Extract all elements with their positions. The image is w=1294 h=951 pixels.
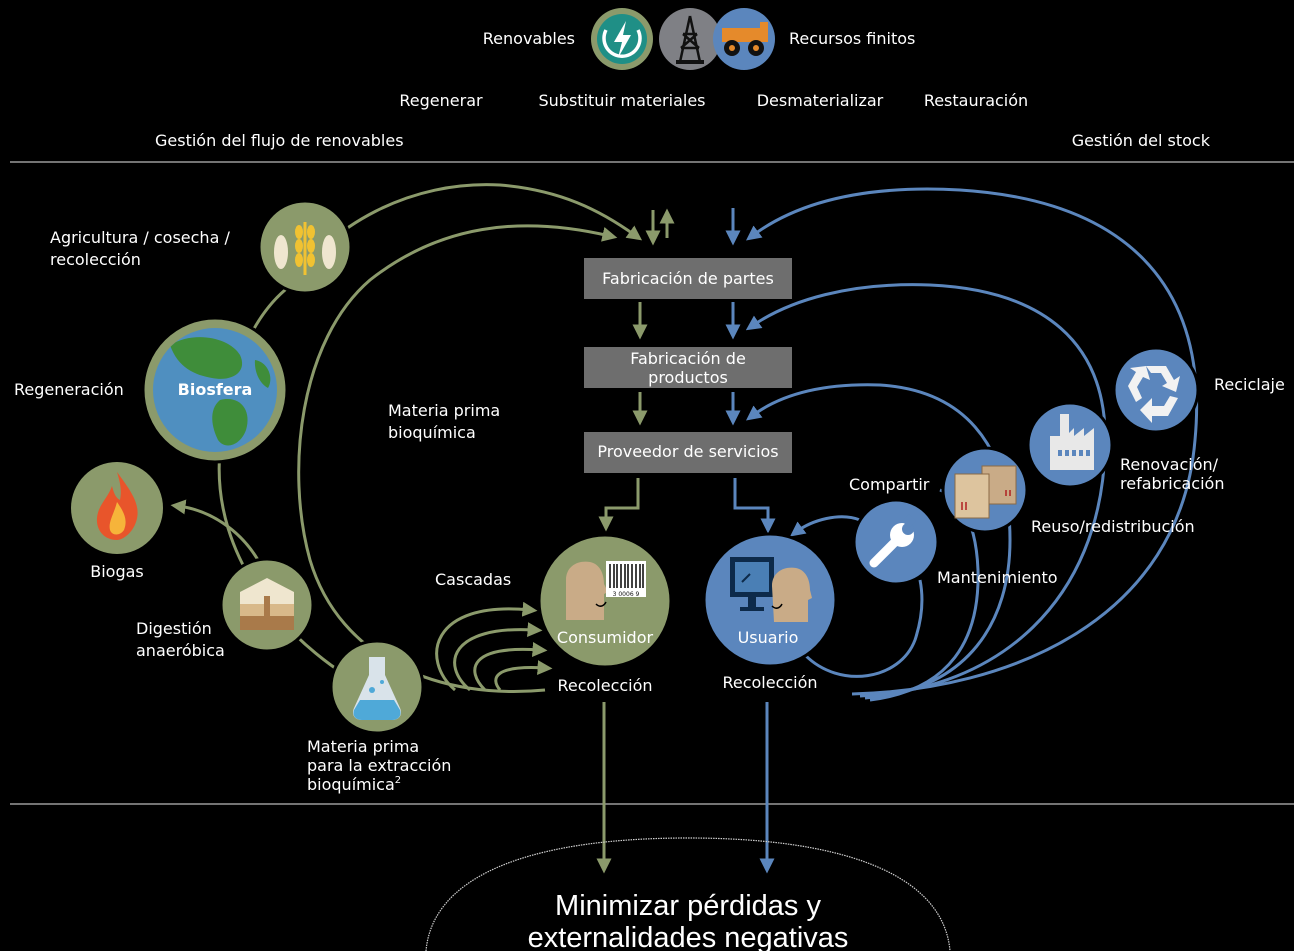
extraction-label-line3: bioquímica2 bbox=[307, 775, 401, 794]
dematerialize-label: Desmaterializar bbox=[757, 91, 884, 110]
cascades-label: Cascadas bbox=[435, 570, 511, 589]
parts-manufacturing-box: Fabricación de partes bbox=[584, 258, 792, 299]
power-icon bbox=[591, 8, 653, 70]
feedstock-label-line1: Materia prima bbox=[388, 401, 500, 420]
user-collection-label: Recolección bbox=[722, 673, 817, 692]
consumer-label: Consumidor bbox=[557, 628, 654, 647]
flow-management-label: Gestión del flujo de renovables bbox=[155, 131, 404, 150]
parts-manufacturing-label: Fabricación de partes bbox=[602, 269, 774, 288]
barcode-number: 3 0006 9 bbox=[613, 591, 640, 598]
minimize-losses-line2: externalidades negativas bbox=[528, 922, 849, 951]
service-provider-box: Proveedor de servicios bbox=[584, 432, 792, 473]
recycle-icon bbox=[1112, 346, 1200, 434]
renewables-label: Renovables bbox=[483, 29, 575, 48]
mining-truck-icon bbox=[713, 8, 775, 70]
extraction-label-line1: Materia prima bbox=[307, 737, 419, 756]
consumer-collection-label: Recolección bbox=[557, 676, 652, 695]
globe-icon bbox=[141, 316, 289, 464]
refurbish-label-line2: refabricación bbox=[1120, 474, 1224, 493]
losses-ellipse bbox=[425, 837, 951, 951]
factory-icon bbox=[1026, 401, 1114, 489]
digestion-label-line1: Digestión bbox=[136, 619, 212, 638]
biogas-label: Biogas bbox=[90, 562, 144, 581]
computer-user-icon bbox=[702, 532, 838, 668]
reuse-label: Reuso/redistribución bbox=[1031, 517, 1195, 536]
regeneration-label: Regeneración bbox=[14, 380, 124, 399]
wrench-icon bbox=[852, 498, 940, 586]
digestion-label-line2: anaeróbica bbox=[136, 641, 225, 660]
restoration-label: Restauración bbox=[924, 91, 1028, 110]
share-label: Compartir bbox=[849, 475, 930, 494]
substitute-label: Substituir materiales bbox=[539, 91, 706, 110]
maintenance-label: Mantenimiento bbox=[937, 568, 1058, 587]
product-manufacturing-box: Fabricación de productos bbox=[584, 347, 792, 388]
finite-resources-label: Recursos finitos bbox=[789, 29, 915, 48]
agriculture-label-line1: Agricultura / cosecha / bbox=[50, 228, 230, 247]
biosphere-label: Biosfera bbox=[178, 380, 253, 399]
stock-management-label: Gestión del stock bbox=[1072, 131, 1211, 150]
extraction-label-line2: para la extracción bbox=[307, 756, 451, 775]
product-manufacturing-label-line2: productos bbox=[648, 368, 728, 387]
service-provider-label: Proveedor de servicios bbox=[597, 442, 778, 461]
digester-icon bbox=[219, 557, 315, 653]
flame-icon bbox=[71, 462, 163, 554]
consumer-icon: 3 0006 9 bbox=[537, 533, 673, 669]
oil-rig-icon bbox=[659, 8, 721, 70]
agriculture-label-line2: recolección bbox=[50, 250, 141, 269]
feedstock-label-line2: bioquímica bbox=[388, 423, 476, 442]
user-label: Usuario bbox=[738, 628, 799, 647]
boxes-icon bbox=[941, 446, 1029, 534]
product-manufacturing-label-line1: Fabricación de bbox=[630, 349, 746, 368]
refurbish-label-line1: Renovación/ bbox=[1120, 455, 1219, 474]
minimize-losses-line1: Minimizar pérdidas y bbox=[555, 890, 821, 922]
regenerate-label: Regenerar bbox=[399, 91, 483, 110]
recycle-label: Reciclaje bbox=[1214, 375, 1285, 394]
wheat-fish-icon bbox=[257, 199, 353, 295]
flask-icon bbox=[329, 639, 425, 735]
